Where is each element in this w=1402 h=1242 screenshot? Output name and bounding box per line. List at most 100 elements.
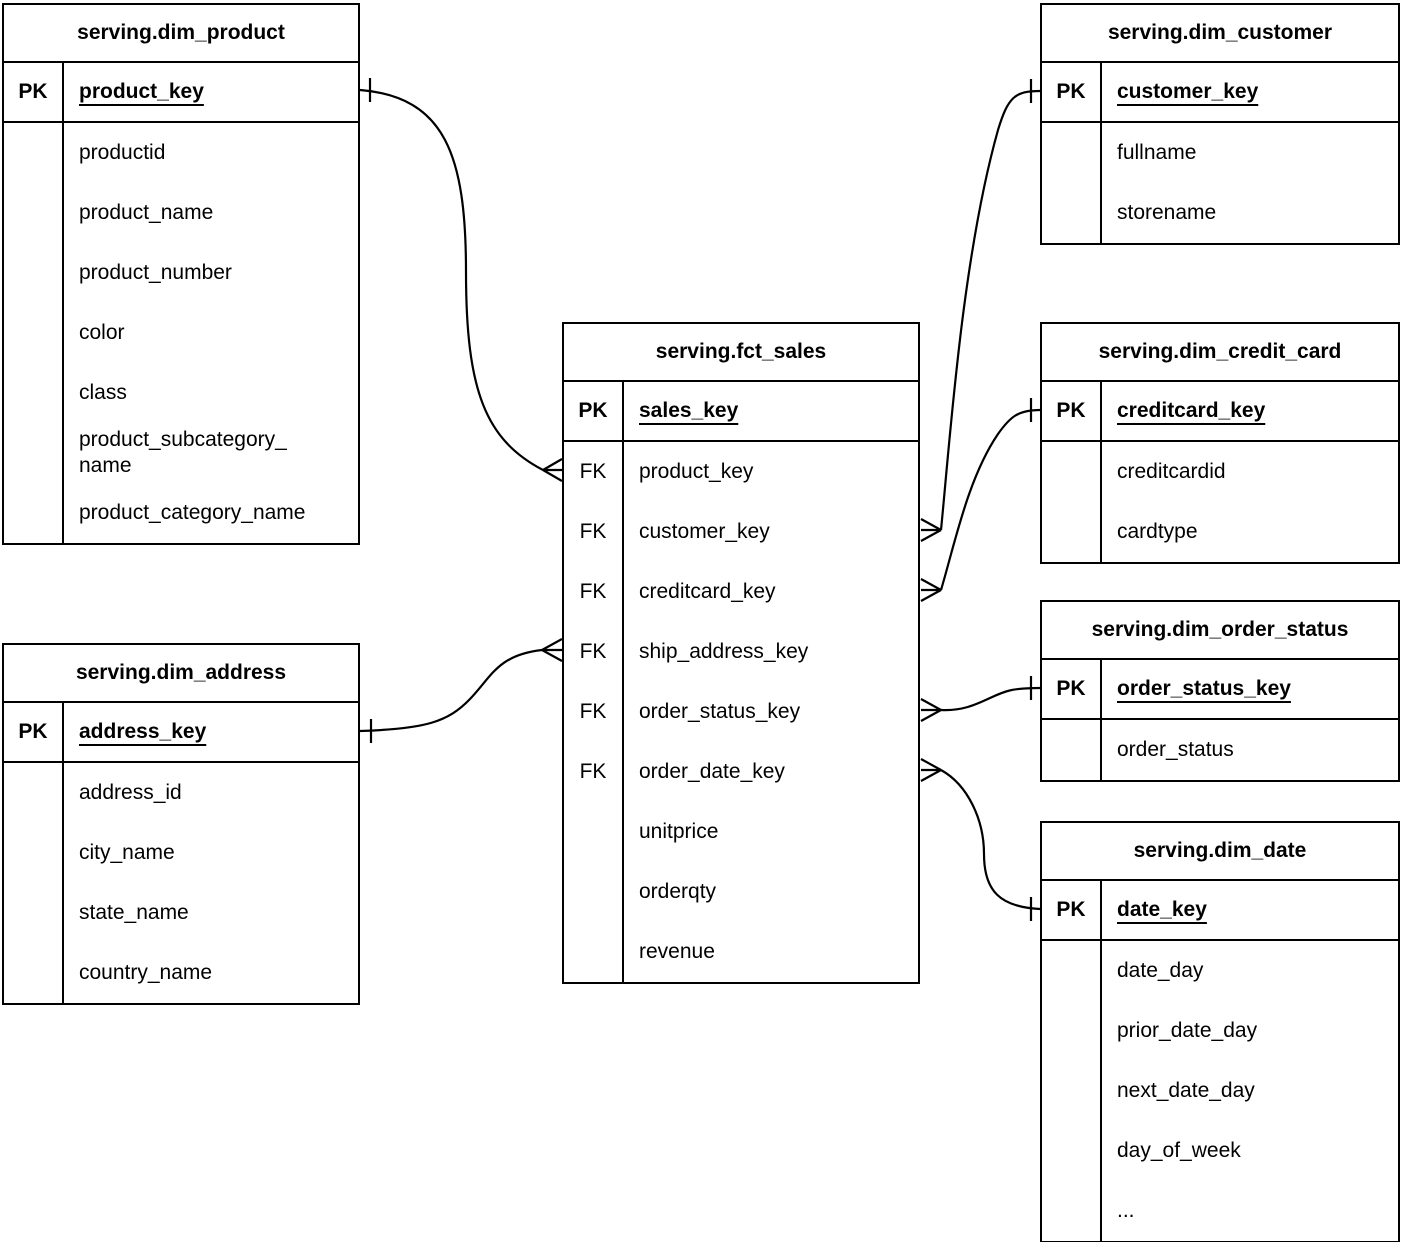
pk-field-cell: sales_key	[624, 382, 918, 442]
pk-label: PK	[18, 80, 48, 103]
field-cell: class	[64, 363, 358, 423]
key-cell	[4, 423, 64, 483]
key-cell: FK	[564, 622, 624, 682]
field-name: orderqty	[639, 880, 717, 903]
key-cell	[4, 123, 64, 183]
pk-key-cell: PK	[1042, 881, 1102, 941]
connector-line	[359, 88, 544, 471]
pk-field-cell: creditcard_key	[1102, 382, 1398, 442]
field-name: fullname	[1117, 141, 1197, 164]
pk-field-name: creditcard_key	[1117, 399, 1266, 422]
pk-field-name: customer_key	[1117, 80, 1259, 103]
key-cell	[4, 883, 64, 943]
field-cell: orderqty	[624, 862, 918, 922]
key-cell	[4, 943, 64, 1003]
field-cell: revenue	[624, 922, 918, 982]
key-cell	[4, 483, 64, 543]
pk-field-name: sales_key	[639, 399, 739, 422]
table-title: serving.dim_address	[4, 645, 358, 703]
table-body: PK creditcard_key creditcardid cardtype	[1042, 382, 1398, 562]
pk-label: PK	[578, 399, 608, 422]
field-cell: address_id	[64, 763, 358, 823]
field-name: address_id	[79, 781, 182, 804]
pk-field-cell: customer_key	[1102, 63, 1398, 123]
field-cell: unitprice	[624, 802, 918, 862]
field-name: revenue	[639, 940, 715, 963]
field-name: product_key	[639, 460, 754, 483]
field-name: productid	[79, 141, 166, 164]
key-cell: FK	[564, 562, 624, 622]
pk-field-name: product_key	[79, 80, 204, 103]
field-name: cardtype	[1117, 520, 1198, 543]
field-name: creditcard_key	[639, 580, 776, 603]
field-cell: cardtype	[1102, 502, 1398, 562]
pk-field-name: address_key	[79, 720, 207, 743]
pk-key-cell: PK	[564, 382, 624, 442]
pk-key-cell: PK	[4, 703, 64, 763]
field-name: product_name	[79, 201, 214, 224]
pk-label: PK	[1056, 677, 1086, 700]
table-body: PK address_key address_id city_name stat…	[4, 703, 358, 1003]
field-name: order_status	[1117, 738, 1234, 761]
field-cell: day_of_week	[1102, 1121, 1398, 1181]
field-cell: product_number	[64, 243, 358, 303]
key-cell	[1042, 442, 1102, 502]
table-serving-dim-address: serving.dim_address PK address_key addre…	[2, 643, 360, 1005]
field-name: class	[79, 381, 127, 404]
field-name: storename	[1117, 201, 1217, 224]
key-cell	[564, 862, 624, 922]
table-body: PK product_key productid product_name pr…	[4, 63, 358, 543]
table-title: serving.fct_sales	[564, 324, 918, 382]
pk-key-cell: PK	[1042, 382, 1102, 442]
field-cell: product_name	[64, 183, 358, 243]
crow-foot-many-icon	[920, 518, 942, 542]
key-cell	[1042, 941, 1102, 1001]
field-cell: ship_address_key	[624, 622, 918, 682]
table-serving-dim-date: serving.dim_date PK date_key date_day pr…	[1040, 821, 1400, 1242]
table-title: serving.dim_credit_card	[1042, 324, 1398, 382]
field-name: prior_date_day	[1117, 1019, 1258, 1042]
field-name: country_name	[79, 961, 213, 984]
key-cell	[1042, 183, 1102, 243]
field-cell: ...	[1102, 1181, 1398, 1241]
connector-line	[940, 769, 1041, 911]
key-cell	[1042, 502, 1102, 562]
field-name: date_day	[1117, 959, 1204, 982]
field-name: creditcardid	[1117, 460, 1226, 483]
connector-line	[939, 408, 1041, 591]
field-name: next_date_day	[1117, 1079, 1255, 1102]
key-cell	[4, 183, 64, 243]
relationship-sales-date	[920, 758, 1041, 921]
pk-field-name: order_status_key	[1117, 677, 1291, 700]
pk-field-cell: address_key	[64, 703, 358, 763]
key-cell	[1042, 720, 1102, 780]
pk-field-cell: date_key	[1102, 881, 1398, 941]
fk-label: FK	[579, 460, 607, 483]
field-cell: storename	[1102, 183, 1398, 243]
table-serving-dim-credit-card: serving.dim_credit_card PK creditcard_ke…	[1040, 322, 1400, 564]
field-cell: next_date_day	[1102, 1061, 1398, 1121]
field-cell: prior_date_day	[1102, 1001, 1398, 1061]
field-cell: state_name	[64, 883, 358, 943]
pk-label: PK	[18, 720, 48, 743]
table-title: serving.dim_customer	[1042, 5, 1398, 63]
field-name: state_name	[79, 901, 189, 924]
key-cell	[1042, 1061, 1102, 1121]
field-cell: city_name	[64, 823, 358, 883]
field-cell: order_date_key	[624, 742, 918, 802]
key-cell	[4, 303, 64, 363]
key-cell: FK	[564, 682, 624, 742]
field-name: ship_address_key	[639, 640, 809, 663]
field-name: color	[79, 321, 125, 344]
relationship-product-sales	[359, 78, 563, 482]
field-cell: customer_key	[624, 502, 918, 562]
key-cell	[1042, 1181, 1102, 1241]
pk-label: PK	[1056, 80, 1086, 103]
field-name: day_of_week	[1117, 1139, 1241, 1162]
table-title: serving.dim_product	[4, 5, 358, 63]
crow-foot-many-icon	[920, 698, 942, 722]
fk-label: FK	[579, 700, 607, 723]
fk-label: FK	[579, 520, 607, 543]
